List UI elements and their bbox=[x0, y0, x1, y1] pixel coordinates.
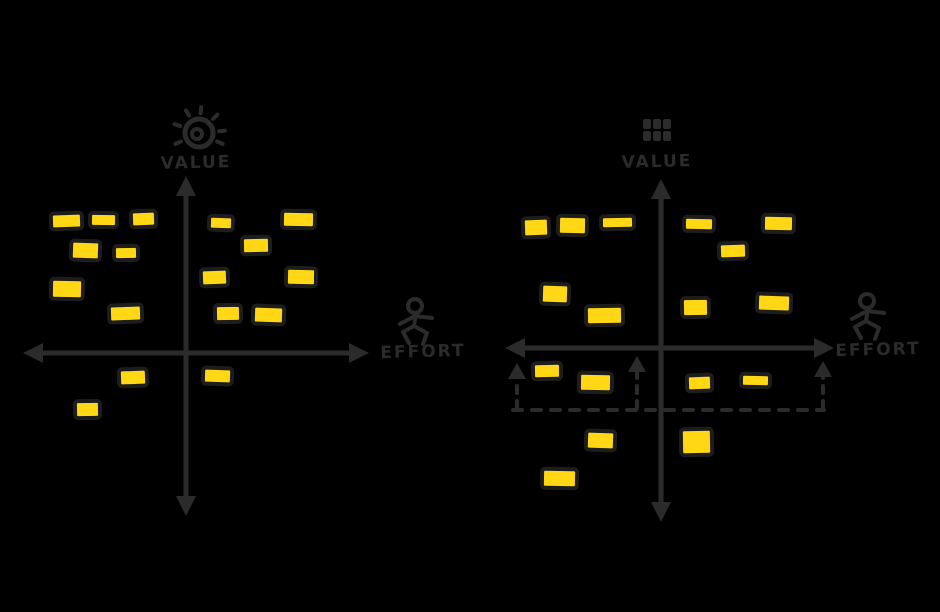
sticky-note bbox=[68, 238, 103, 263]
sticky-note bbox=[539, 466, 580, 491]
left-value-axis-label: VALUE bbox=[160, 152, 232, 174]
sticky-note bbox=[48, 276, 86, 302]
grid-icon bbox=[643, 119, 671, 141]
sticky-note bbox=[760, 212, 797, 235]
sticky-note bbox=[72, 398, 103, 421]
sticky-note bbox=[754, 291, 794, 315]
sun-icon bbox=[172, 105, 227, 150]
sticky-note bbox=[128, 208, 159, 230]
right-effort-axis-label: EFFORT bbox=[835, 338, 921, 362]
sticky-note bbox=[116, 366, 150, 389]
sticky-note bbox=[206, 213, 236, 233]
sticky-note bbox=[200, 365, 235, 387]
sticky-note bbox=[684, 372, 715, 394]
sticky-note bbox=[681, 214, 717, 234]
sticky-note bbox=[48, 210, 85, 232]
sticky-note bbox=[87, 210, 120, 230]
left-effort-axis-label: EFFORT bbox=[380, 340, 466, 364]
sticky-note bbox=[538, 281, 572, 307]
sticky-note bbox=[198, 266, 231, 289]
sticky-note bbox=[679, 295, 712, 320]
sticky-note bbox=[283, 265, 319, 289]
sticky-note bbox=[716, 240, 750, 262]
sticky-note bbox=[530, 360, 564, 382]
running-person-icon bbox=[398, 297, 434, 346]
sticky-note bbox=[598, 213, 637, 232]
sticky-note bbox=[279, 208, 318, 231]
sticky-note bbox=[738, 371, 773, 390]
sticky-note bbox=[555, 213, 590, 238]
right-value-axis-label: VALUE bbox=[621, 151, 693, 173]
sticky-note bbox=[583, 428, 618, 453]
sticky-note bbox=[250, 303, 287, 327]
sticky-note bbox=[576, 370, 615, 395]
sticky-note bbox=[520, 215, 552, 240]
sticky-note bbox=[239, 234, 273, 257]
sticky-note bbox=[111, 243, 141, 263]
sticky-note bbox=[106, 302, 145, 325]
sticky-note bbox=[678, 426, 715, 458]
sticky-note bbox=[583, 303, 626, 328]
running-person-icon bbox=[850, 292, 886, 341]
sticky-note bbox=[212, 302, 244, 325]
